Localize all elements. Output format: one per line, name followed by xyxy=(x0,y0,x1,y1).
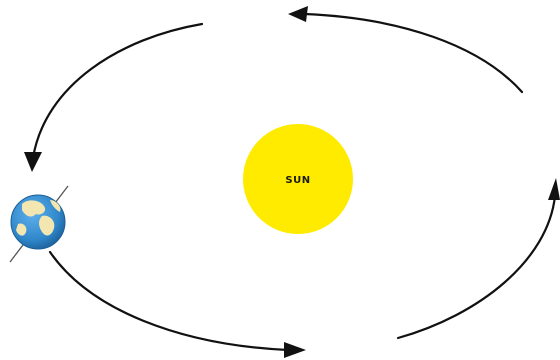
arrowhead-up xyxy=(548,178,560,200)
arrowhead-right xyxy=(284,342,306,358)
sun: SUN xyxy=(243,124,353,234)
orbit-arrow-bottom-right xyxy=(398,178,560,338)
arrowhead-left xyxy=(288,6,308,22)
arrowhead-down-left xyxy=(24,152,42,172)
orbit-arrow-top-right xyxy=(288,6,522,92)
orbit-arrow-bottom-left xyxy=(50,252,306,358)
earth xyxy=(10,186,68,262)
sun-label: SUN xyxy=(285,175,310,186)
orbit-arrow-top-left xyxy=(24,24,202,172)
